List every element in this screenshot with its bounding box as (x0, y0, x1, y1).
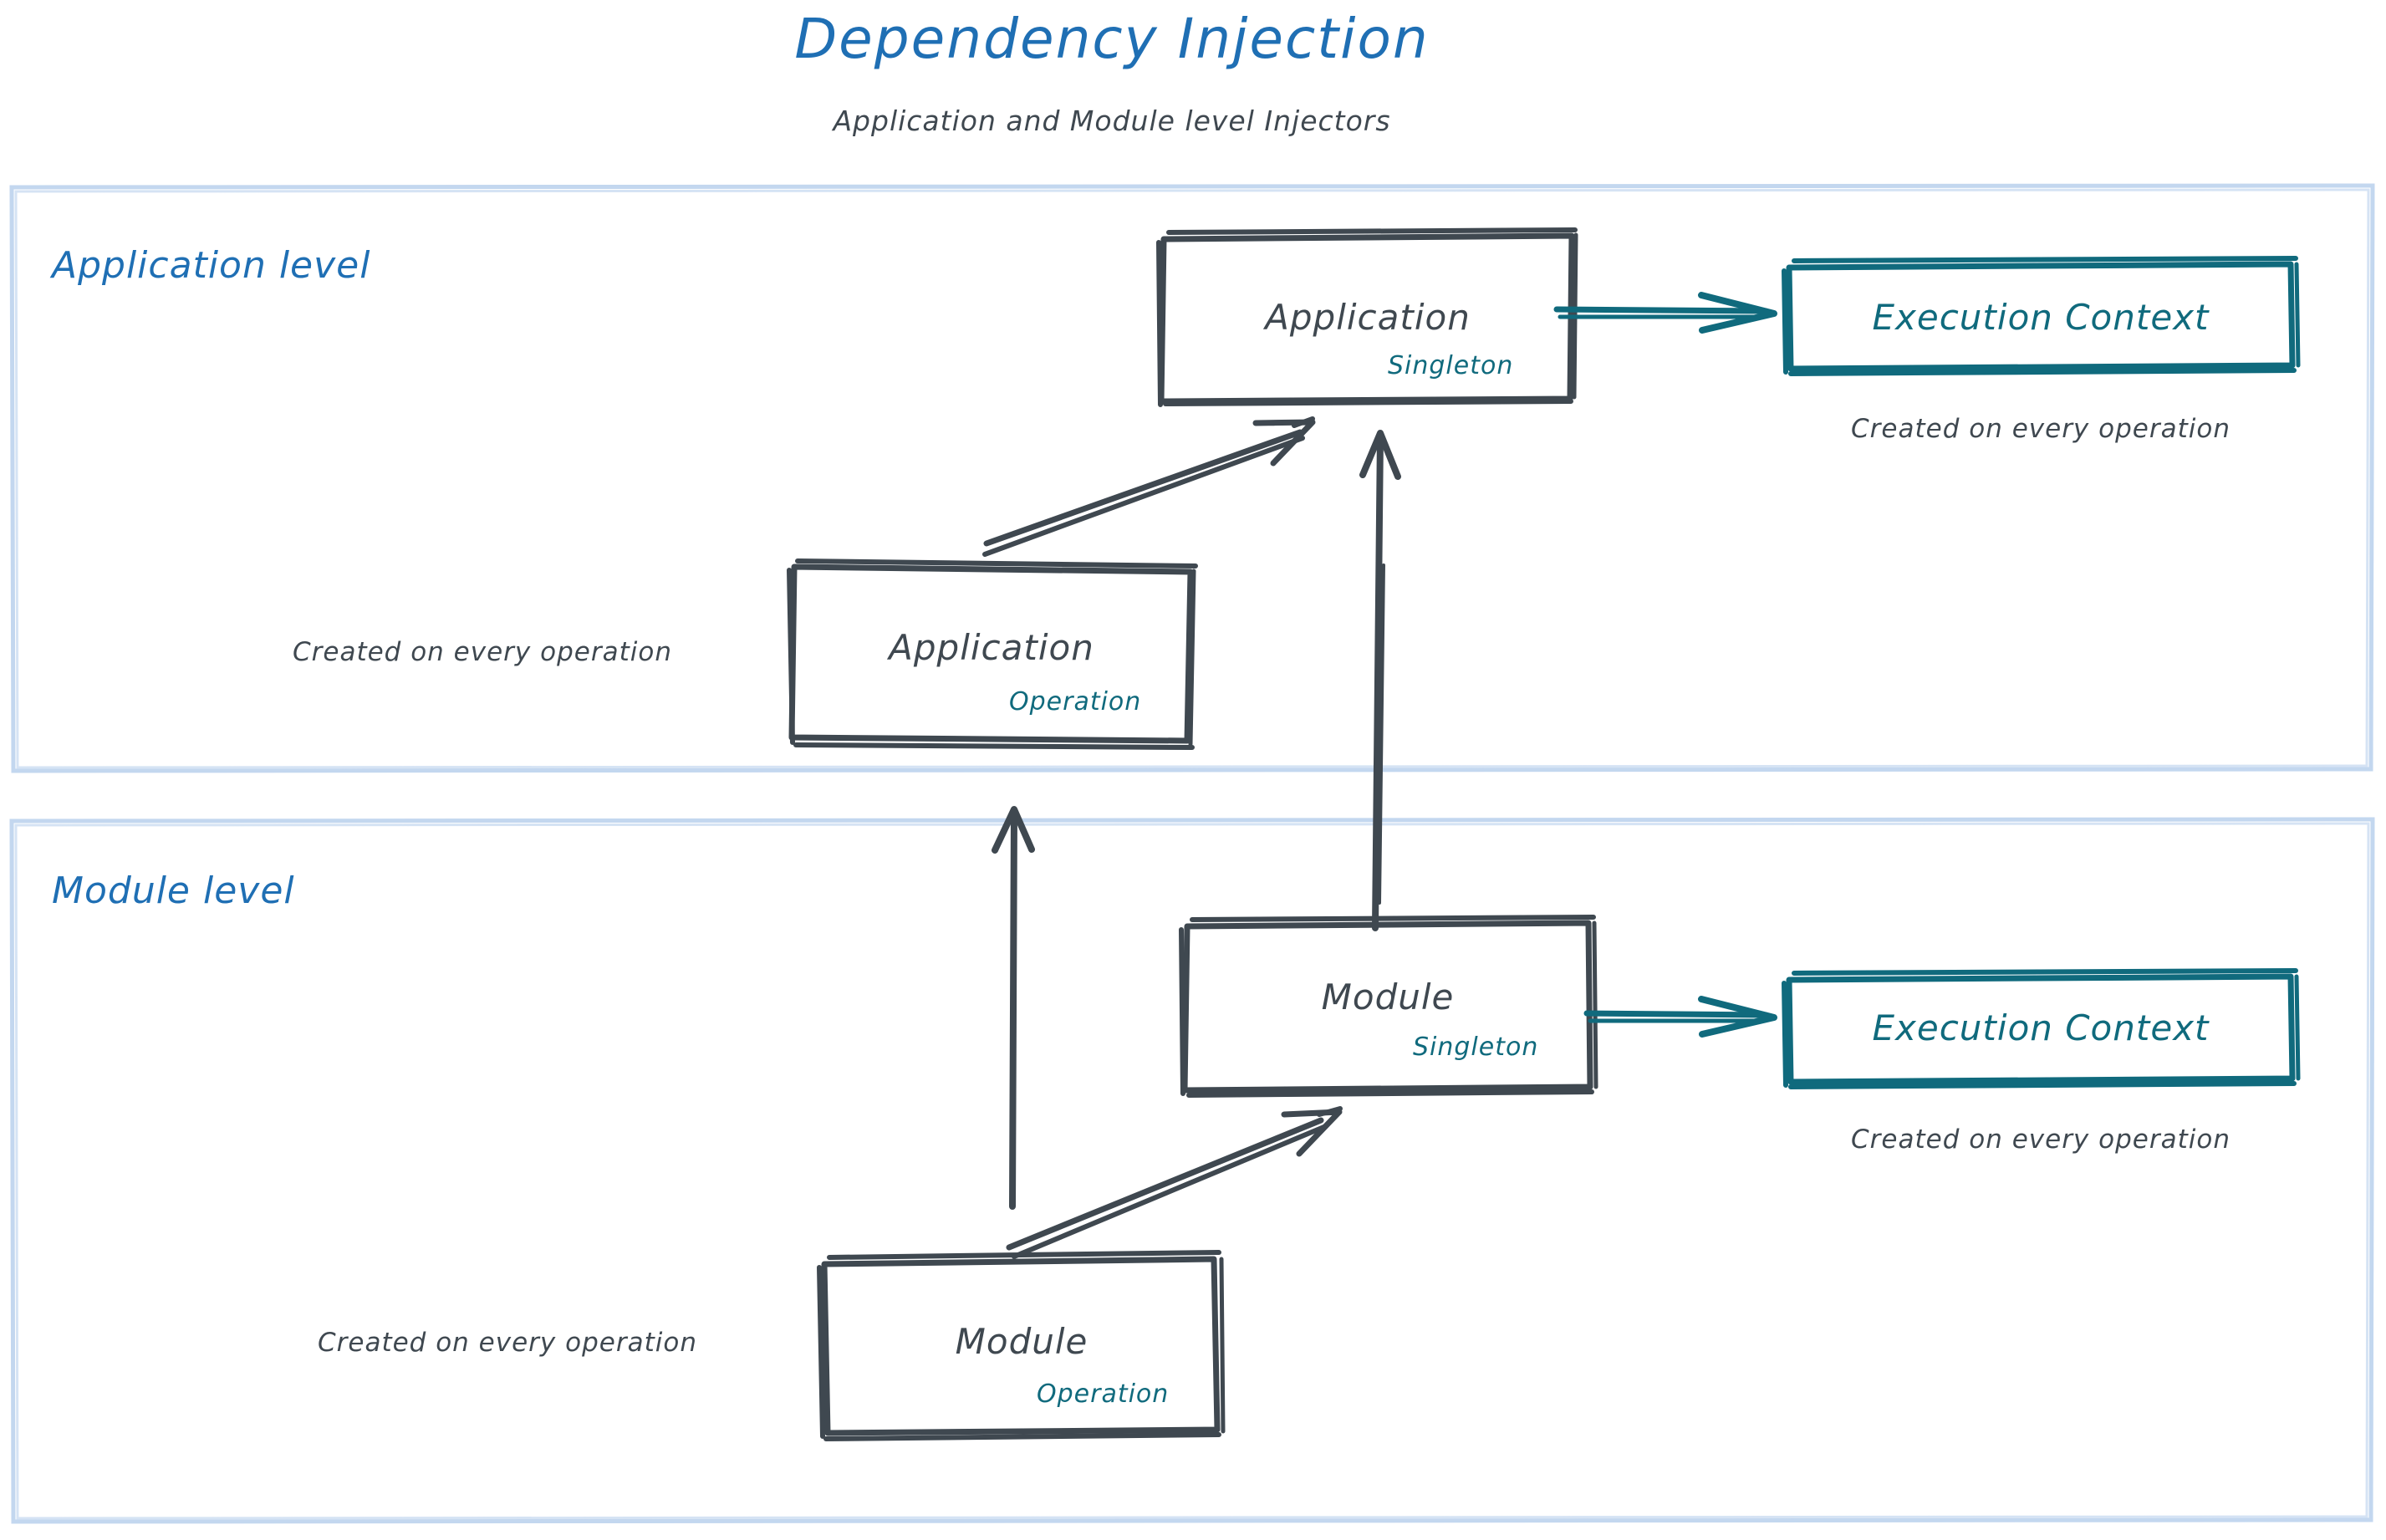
box-application-singleton-outline (1156, 227, 1578, 407)
caption-application-operation: Created on every operation (293, 637, 672, 667)
arrow-app-operation-to-app-singleton (982, 416, 1316, 557)
box-scope-application-operation: Operation (1009, 687, 1142, 716)
box-title-execution-context-module: Execution Context (1872, 1007, 2210, 1048)
box-module-operation-outline (817, 1250, 1226, 1441)
panel-label-module-level: Module level (52, 869, 295, 912)
caption-execution-context-module: Created on every operation (1851, 1124, 2231, 1155)
box-execution-context-module-outline (1782, 968, 2301, 1089)
panel-module-level-frame (9, 817, 2375, 1524)
box-scope-application-singleton: Singleton (1388, 351, 1514, 380)
box-title-execution-context-application: Execution Context (1872, 297, 2210, 338)
caption-module-operation: Created on every operation (318, 1328, 697, 1358)
box-application-operation-outline (787, 558, 1198, 750)
box-title-module-operation: Module (955, 1321, 1088, 1362)
arrow-module-operation-to-application-panel (992, 806, 1035, 1210)
arrow-app-singleton-to-execution-context (1553, 292, 1777, 334)
box-execution-context-application-outline (1782, 256, 2301, 376)
box-scope-module-singleton: Singleton (1413, 1033, 1539, 1062)
caption-execution-context-application: Created on every operation (1851, 414, 2231, 444)
arrow-module-singleton-to-execution-context (1583, 996, 1777, 1038)
panel-application-level-frame (9, 183, 2375, 773)
box-title-application-singleton: Application (1265, 297, 1471, 338)
box-title-application-operation: Application (889, 627, 1094, 668)
box-scope-module-operation: Operation (1037, 1379, 1170, 1409)
box-title-module-singleton: Module (1321, 977, 1455, 1017)
panel-label-application-level: Application level (52, 244, 371, 287)
arrow-module-operation-to-module-singleton (1006, 1106, 1343, 1259)
arrow-module-singleton-to-app-singleton (1359, 430, 1401, 931)
page-subtitle: Application and Module level Injectors (833, 105, 1391, 137)
page-title: Dependency Injection (794, 7, 1430, 71)
box-module-singleton-outline (1179, 915, 1598, 1098)
